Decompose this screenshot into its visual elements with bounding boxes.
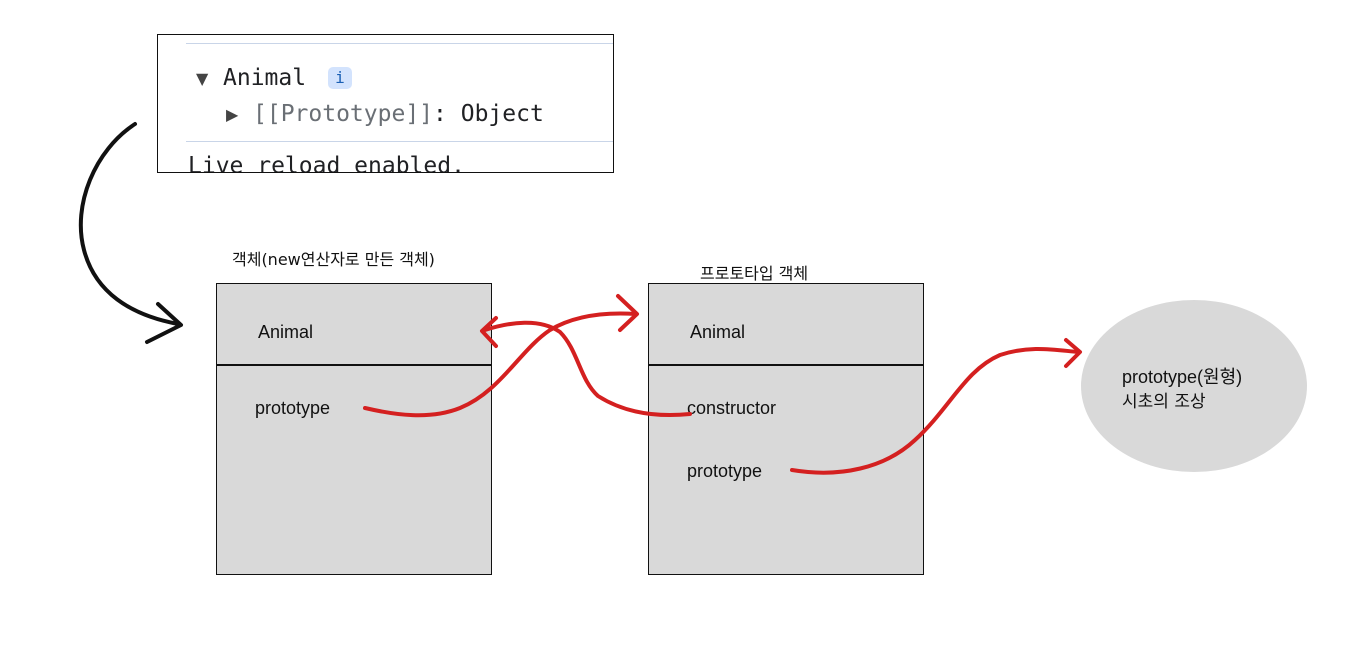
prototype-separator: : <box>433 101 461 127</box>
console-divider-top <box>186 43 613 44</box>
red-arrowhead-right-icon <box>616 294 639 332</box>
box-divider <box>217 364 491 366</box>
root-ancestor-ellipse <box>1081 300 1307 472</box>
console-object-name[interactable]: Animal <box>223 65 307 91</box>
devtools-console-snippet: ▼ Animal i ▶ [[Prototype]]: Object Live … <box>157 34 614 173</box>
root-line-1: prototype(원형) <box>1122 367 1243 387</box>
box-divider <box>649 364 923 366</box>
expand-right-icon[interactable]: ▶ <box>226 105 239 124</box>
prototype-row[interactable]: [[Prototype]]: Object <box>253 101 544 127</box>
expand-down-icon[interactable]: ▼ <box>196 69 209 88</box>
constructor-label: constructor <box>687 398 777 418</box>
left-object-title: 객체(new연산자로 만든 객체) <box>232 250 435 269</box>
instance-prototype-label: prototype <box>255 398 331 418</box>
black-arrowhead-icon <box>145 302 183 344</box>
prototype-key: [[Prototype]] <box>253 101 434 127</box>
info-icon[interactable]: i <box>328 67 352 89</box>
console-status-message: Live reload enabled. <box>188 153 465 173</box>
instance-header-label: Animal <box>258 322 314 342</box>
console-divider-bottom <box>186 141 613 142</box>
root-line-2: 시초의 조상 <box>1122 392 1206 412</box>
prototype-header-label: Animal <box>690 322 746 342</box>
prototype-value: Object <box>460 101 544 127</box>
red-arrowhead-root-icon <box>1064 338 1082 368</box>
prototype-property-label: prototype <box>687 461 763 481</box>
prototype-object-title: 프로토타입 객체 <box>700 264 809 283</box>
